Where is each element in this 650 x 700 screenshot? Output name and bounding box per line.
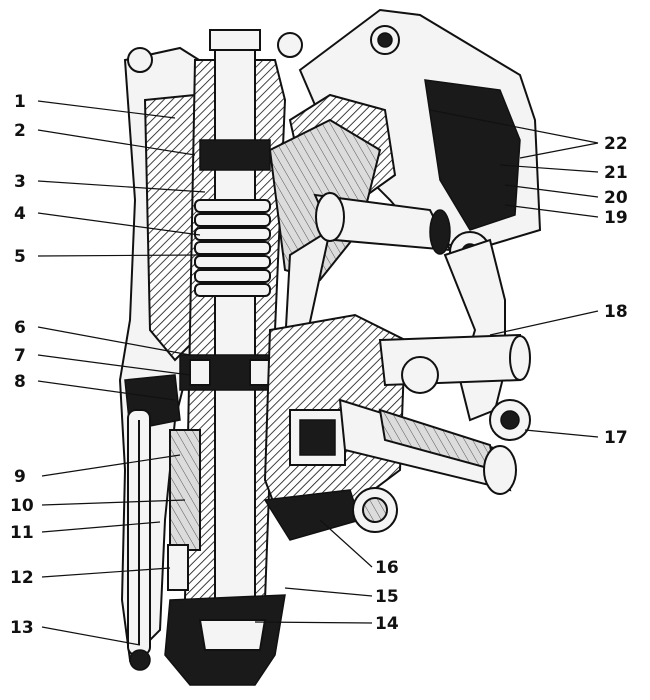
callout-2: 2 bbox=[14, 121, 26, 141]
callout-19: 19 bbox=[604, 208, 628, 228]
callout-18: 18 bbox=[604, 302, 628, 322]
callout-13: 13 bbox=[10, 618, 34, 638]
callout-8: 8 bbox=[14, 372, 26, 392]
top-studs bbox=[127, 29, 303, 73]
callout-11: 11 bbox=[10, 523, 34, 543]
callout-labels: 1 2 3 4 5 6 7 8 9 10 11 12 13 14 15 16 1… bbox=[10, 92, 628, 638]
callout-21: 21 bbox=[604, 163, 628, 183]
callout-6: 6 bbox=[14, 318, 26, 338]
vertical-rod bbox=[127, 409, 201, 671]
lower-block bbox=[263, 313, 407, 541]
callout-3: 3 bbox=[14, 172, 26, 192]
callout-7: 7 bbox=[14, 346, 26, 366]
horizontal-shaft bbox=[313, 192, 491, 273]
callout-14: 14 bbox=[375, 614, 399, 634]
lever-arm bbox=[443, 238, 506, 422]
callout-1: 1 bbox=[14, 92, 26, 112]
bottom-cap bbox=[164, 594, 286, 686]
spring-rod bbox=[338, 333, 531, 495]
callout-22: 22 bbox=[604, 134, 628, 154]
callout-9: 9 bbox=[14, 467, 26, 487]
callout-16: 16 bbox=[375, 558, 399, 578]
callout-17: 17 bbox=[604, 428, 628, 448]
callout-12: 12 bbox=[10, 568, 34, 588]
central-housing bbox=[179, 39, 287, 641]
callout-20: 20 bbox=[604, 188, 628, 208]
worm-thread bbox=[194, 199, 271, 297]
callout-10: 10 bbox=[10, 496, 34, 516]
leader-lines bbox=[37, 100, 599, 646]
callout-4: 4 bbox=[14, 204, 26, 224]
callout-5: 5 bbox=[14, 247, 26, 267]
callout-15: 15 bbox=[375, 587, 399, 607]
